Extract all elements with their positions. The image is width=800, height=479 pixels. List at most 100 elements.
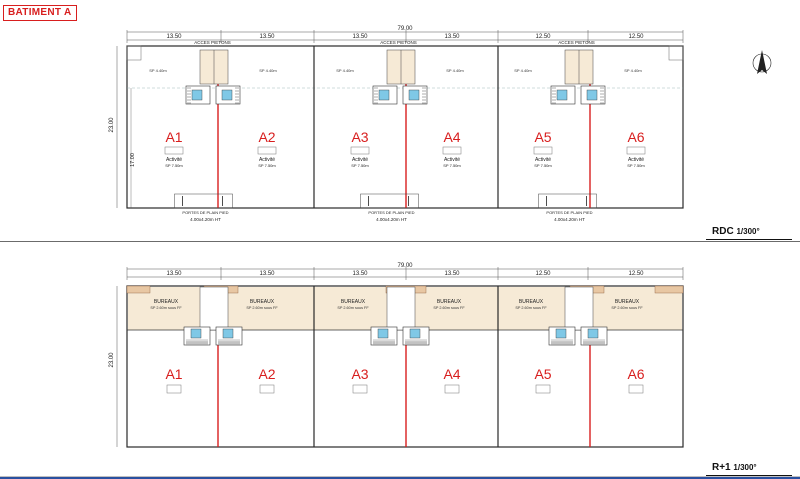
rdc-door-text: PORTES DE PLAIN PIED: [368, 210, 414, 215]
r1-office-sub: SP 2.60m sous FF: [611, 306, 643, 310]
bay-dim: 13.50: [166, 34, 182, 40]
rdc-activity-label: Activité: [444, 157, 460, 163]
r1-office-sub: SP 2.60m sous FF: [433, 306, 465, 310]
rdc-lot-label: A4: [443, 129, 460, 145]
bay-dim: 12.50: [628, 271, 644, 277]
r1-office-sub: SP 2.60m sous FF: [515, 306, 547, 310]
r1-lot-label: A2: [258, 366, 275, 382]
r1-lot-placeholder: [259, 384, 275, 394]
access-label: ACCES PIETONS: [558, 40, 594, 45]
r1-lot-placeholder: [444, 384, 460, 394]
rdc-space-label: SP 4.40m: [259, 68, 277, 73]
r1-office-label: BUREAUX: [519, 299, 544, 305]
rdc-activity-sp: SP 7.50m: [627, 163, 645, 168]
rdc-lot-label: A5: [534, 129, 551, 145]
rdc-space-label: SP 4.40m: [446, 68, 464, 73]
rdc-label: RDC 1/300°: [712, 226, 760, 237]
rdc-corner-left: [126, 45, 142, 61]
r1-core: [386, 286, 416, 331]
rdc-space-label: SP 4.40m: [624, 68, 642, 73]
rdc-door-frame: [360, 193, 419, 209]
rdc-activity-sp: SP 7.50m: [165, 163, 183, 168]
bay-dim: 12.50: [628, 34, 644, 40]
rdc-activity-label: Activité: [166, 157, 182, 163]
r1-label-text: R+1: [712, 462, 731, 473]
view-divider: [0, 241, 800, 242]
rdc-sub-dim: 17.00: [130, 153, 136, 167]
access-label: ACCES PIETONS: [194, 40, 230, 45]
rdc-door-size: 4.00x4.20m HT: [554, 217, 585, 222]
overall-dim: 79.00: [397, 263, 413, 269]
r1-roof-strip: [126, 285, 151, 294]
view-divider-bottom: [0, 476, 800, 477]
north-arrow-needle: [757, 50, 767, 74]
rdc-activity-label: Activité: [352, 157, 368, 163]
rdc-wc: [408, 89, 420, 101]
rdc-space-label: SP 4.40m: [514, 68, 532, 73]
r1-scale: 1/300°: [733, 463, 757, 472]
bay-dim: 13.50: [352, 34, 368, 40]
r1-office-sub: SP 2.60m sous FF: [246, 306, 278, 310]
rdc-label-underline: [706, 239, 792, 240]
r1-label-underline: [706, 475, 792, 476]
r1-wc: [587, 328, 599, 339]
rdc-corner-right: [668, 45, 684, 61]
bottom-bar: [0, 477, 800, 479]
bay-dim: 13.50: [259, 271, 275, 277]
bay-dim: 13.50: [166, 271, 182, 277]
rdc-door-size: 4.00x4.20m HT: [376, 217, 407, 222]
r1-office-sub: SP 2.60m sous FF: [337, 306, 369, 310]
rdc-door-size: 4.00x4.20m HT: [190, 217, 221, 222]
north-arrow-icon: [752, 50, 772, 74]
r1-wc: [377, 328, 389, 339]
bay-dim: 13.50: [444, 34, 460, 40]
r1-office-label: BUREAUX: [250, 299, 275, 305]
rdc-wc: [586, 89, 598, 101]
rdc-lot-placeholder: [164, 146, 184, 155]
bay-dim: 12.50: [535, 271, 551, 277]
rdc-lot-placeholder: [442, 146, 462, 155]
rdc-activity-sp: SP 7.50m: [443, 163, 461, 168]
r1-lot-label: A6: [627, 366, 644, 382]
r1-office-label: BUREAUX: [341, 299, 366, 305]
r1-wc: [409, 328, 421, 339]
r1-office-label: BUREAUX: [154, 299, 179, 305]
building-title: BATIMENT A: [3, 5, 77, 21]
bay-dim: 13.50: [352, 271, 368, 277]
rdc-activity-sp: SP 7.50m: [258, 163, 276, 168]
r1-lot-placeholder: [352, 384, 368, 394]
rdc-wc: [556, 89, 568, 101]
r1-height-dim: 23.00: [109, 352, 115, 368]
r1-lot-placeholder: [535, 384, 551, 394]
bay-dim: 13.50: [259, 34, 275, 40]
r1-lot-label: A5: [534, 366, 551, 382]
r1-core: [199, 286, 229, 331]
r1-lot-placeholder: [628, 384, 644, 394]
r1-office-label: BUREAUX: [615, 299, 640, 305]
rdc-lot-placeholder: [350, 146, 370, 155]
access-label: ACCES PIETONS: [380, 40, 416, 45]
rdc-scale: 1/300°: [736, 227, 760, 236]
rdc-door-frame: [538, 193, 597, 209]
r1-lot-label: A1: [165, 366, 182, 382]
overall-dim: 79.00: [397, 26, 413, 32]
r1-wc: [555, 328, 567, 339]
r1-roof-strip: [654, 285, 684, 294]
r1-office-sub: SP 2.60m sous FF: [150, 306, 182, 310]
rdc-activity-label: Activité: [628, 157, 644, 163]
r1-wc: [222, 328, 234, 339]
rdc-lot-label: A3: [351, 129, 368, 145]
rdc-wc: [378, 89, 390, 101]
rdc-activity-label: Activité: [535, 157, 551, 163]
rdc-lot-label: A2: [258, 129, 275, 145]
rdc-door-text: PORTES DE PLAIN PIED: [546, 210, 592, 215]
rdc-activity-label: Activité: [259, 157, 275, 163]
rdc-lot-placeholder: [626, 146, 646, 155]
r1-lot-label: A4: [443, 366, 460, 382]
rdc-label-text: RDC: [712, 226, 734, 237]
rdc-lot-label: A1: [165, 129, 182, 145]
rdc-lot-placeholder: [533, 146, 553, 155]
r1-office-label: BUREAUX: [437, 299, 462, 305]
rdc-height-dim: 23.00: [109, 117, 115, 133]
